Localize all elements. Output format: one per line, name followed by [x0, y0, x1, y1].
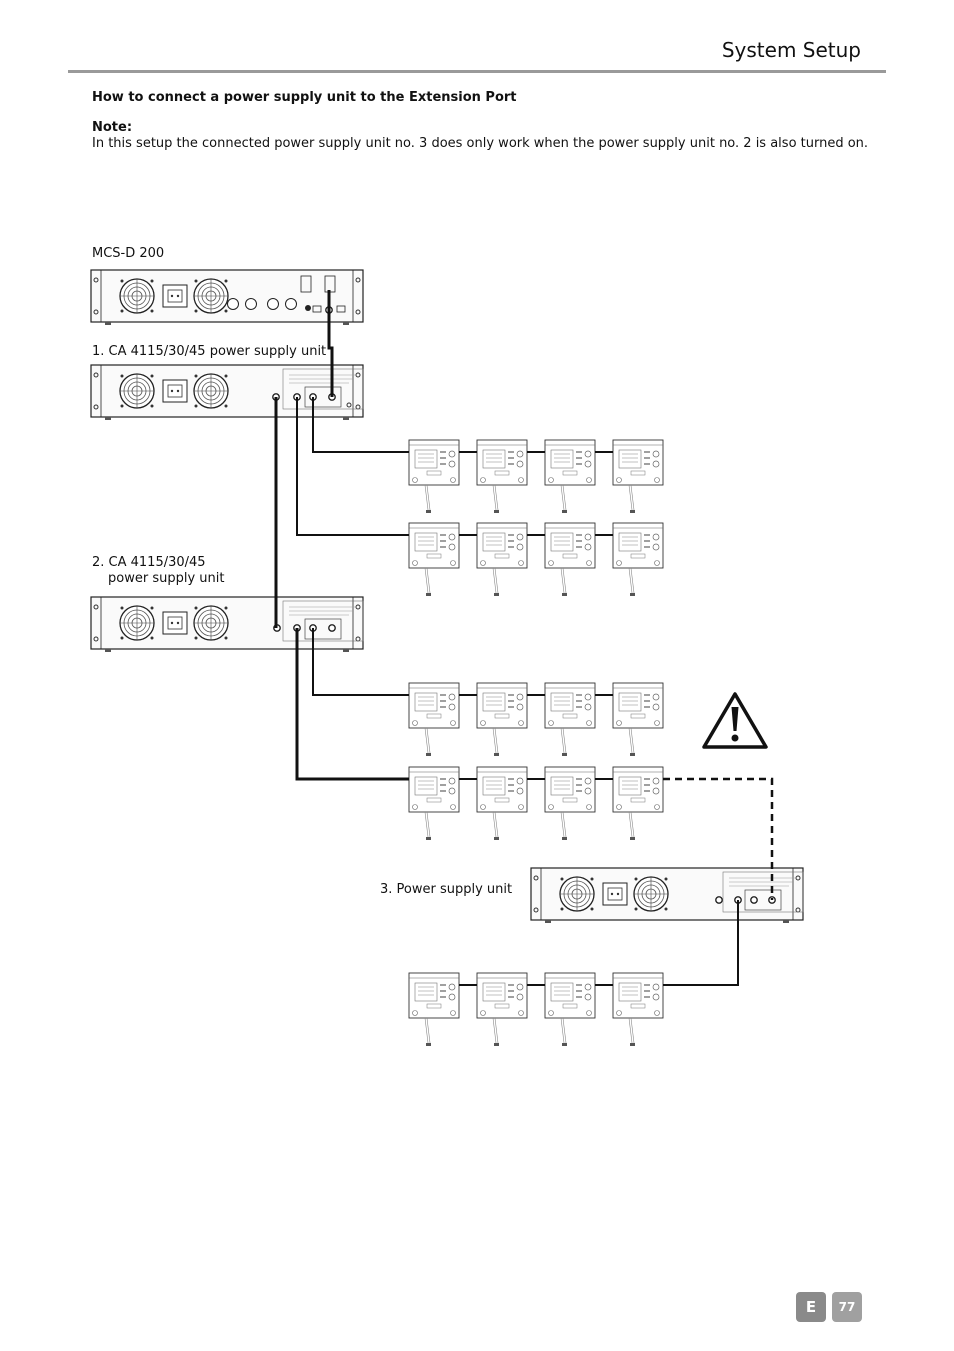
section-heading: How to connect a power supply unit to th…: [92, 90, 517, 105]
page-title: System Setup: [721, 38, 861, 62]
conference-units-row-4: [408, 766, 664, 841]
warning-icon: [702, 692, 768, 749]
psu2-label-line2: power supply unit: [108, 571, 225, 586]
note-text: In this setup the connected power supply…: [92, 136, 869, 151]
conference-units-row-3: [408, 682, 664, 757]
header-rule: [68, 70, 886, 73]
psu2-label-line1: 2. CA 4115/30/45: [92, 555, 206, 570]
psu2-unit: [91, 597, 363, 652]
psu1-label: 1. CA 4115/30/45 power supply unit: [92, 344, 327, 359]
language-badge: E: [796, 1292, 826, 1322]
mcs-d200-unit: [91, 270, 363, 325]
mcs-d200-label: MCS-D 200: [92, 246, 165, 261]
cables: [274, 290, 774, 986]
psu3-label: 3. Power supply unit: [380, 882, 513, 897]
conference-units-row-5: [408, 972, 664, 1047]
page-number: 77: [832, 1292, 862, 1322]
conference-units-row-1: [408, 439, 664, 514]
psu3-unit: [531, 868, 803, 923]
note-label: Note:: [92, 120, 133, 135]
conference-units-row-2: [408, 522, 664, 597]
psu1-unit: [91, 365, 363, 420]
